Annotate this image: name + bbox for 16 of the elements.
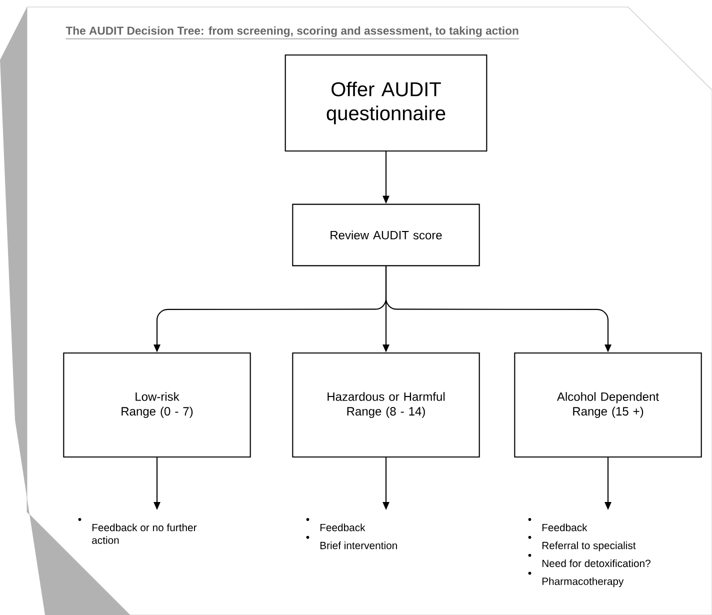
bullet-list: Feedback Referral to specialist Need for detoxification? Pharmacotherapy bbox=[528, 518, 650, 588]
bullet-list: Feedback or no further action bbox=[78, 518, 197, 544]
process-box: Review AUDIT score bbox=[292, 204, 480, 266]
title: The AUDIT Decision Tree: from screening, scoring and assessment, to taking action bbox=[65, 26, 520, 40]
process-box: Hazardous or Harmful Range (8 - 14) bbox=[292, 352, 480, 458]
node-label: Feedback bbox=[320, 524, 366, 532]
node-label: Referral to specialist bbox=[542, 542, 636, 552]
node-label: Brief intervention bbox=[320, 542, 397, 550]
process-box: Alcohol Dependent Range (15 +) bbox=[514, 352, 702, 458]
node-label: Need for detoxification? bbox=[542, 559, 650, 568]
bullet-list: Feedback Brief intervention bbox=[306, 518, 397, 550]
process-box: Low-risk Range (0 - 7) bbox=[63, 352, 251, 458]
node-label: Feedback or no further action bbox=[92, 524, 197, 544]
node-label: Pharmacotherapy bbox=[542, 577, 624, 588]
process-box: Offer AUDIT questionnaire bbox=[284, 54, 488, 152]
node-label: Feedback bbox=[542, 524, 588, 532]
